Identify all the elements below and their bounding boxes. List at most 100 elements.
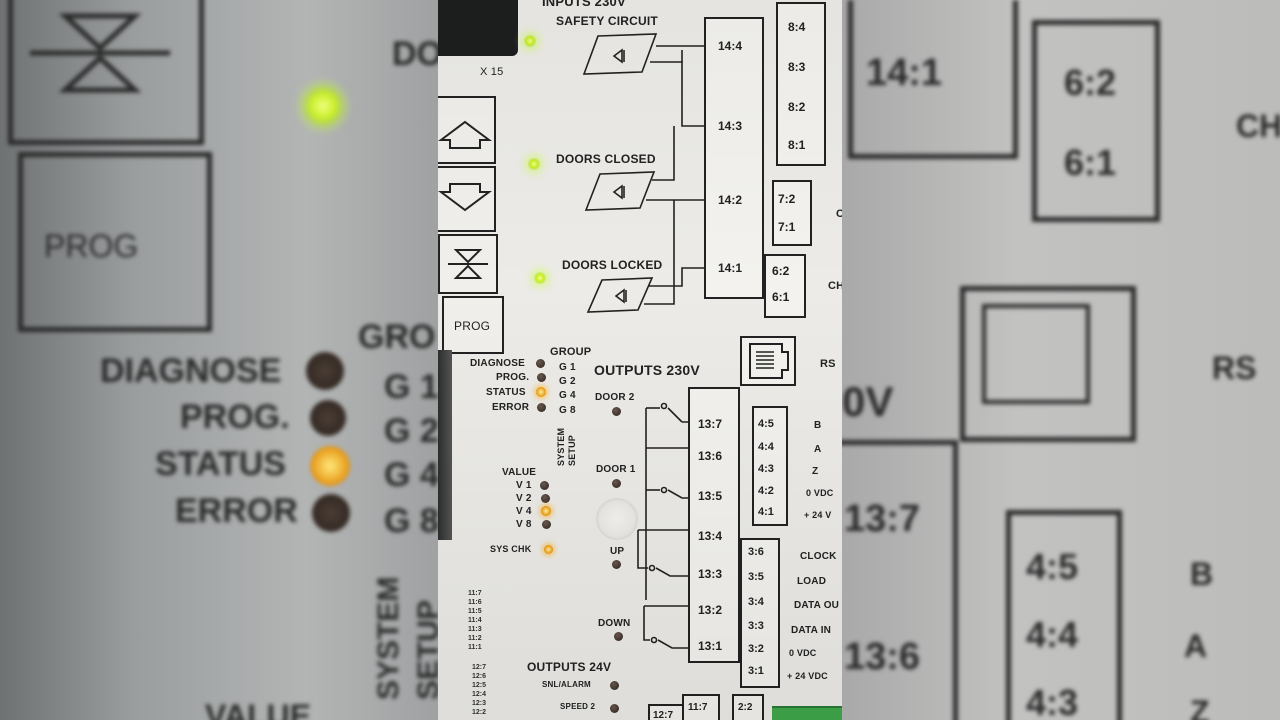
- terminal-block-3: 3:6 3:5 3:4 3:3 3:2 3:1: [740, 538, 780, 688]
- terminal-block-8: 8:4 8:3 8:2 8:1: [776, 2, 826, 166]
- up-arrow-button[interactable]: [438, 96, 496, 164]
- blurred-button-frame: [8, 0, 204, 145]
- terminal-14-3: 14:3: [718, 119, 743, 133]
- terminal-block-4: 4:5 4:4 4:3 4:2 4:1: [752, 406, 788, 526]
- terminal-13-1: 13:1: [698, 639, 723, 653]
- blurred-rs-socket: [982, 304, 1090, 404]
- blurred-open-close-icon: [30, 13, 170, 93]
- blurred-diagnose-label: DIAGNOSE: [100, 352, 282, 390]
- green-connector: [772, 706, 842, 720]
- rj-port-icon: [749, 343, 789, 379]
- signal-a-label: A: [814, 444, 822, 455]
- door2-label: DOOR 2: [595, 392, 635, 403]
- terminal-block-11: 11:7: [682, 694, 720, 720]
- safety-circuit-label: SAFETY CIRCUIT: [556, 14, 658, 28]
- blurred-rs: RS: [1212, 350, 1257, 386]
- blurred-g1-label: G 1: [384, 368, 438, 406]
- terminal-3-2: 3:2: [748, 643, 764, 655]
- zero-vdc-label: 0 VDC: [789, 648, 817, 658]
- signal-z-label: Z: [812, 466, 819, 477]
- list-11-4: 11:4: [468, 617, 482, 624]
- terminal-3-1: 3:1: [748, 665, 764, 677]
- left-blurred-background: PROG DO GRO DIAGNOSE PROG. STATUS ERROR …: [0, 0, 438, 720]
- terminal-8-2: 8:2: [788, 100, 806, 114]
- blurred-g2-label: G 2: [384, 412, 438, 450]
- blurred-ch: CH: [1236, 108, 1280, 144]
- data-in-label: DATA IN: [791, 625, 832, 636]
- g8-label: G 8: [559, 405, 576, 416]
- group-label: GROUP: [550, 346, 592, 358]
- reset-button[interactable]: [596, 498, 638, 540]
- snl-alarm-label: SNL/ALARM: [542, 680, 591, 689]
- prog-button[interactable]: PROG: [442, 296, 504, 354]
- terminal-block-12: 12:7: [648, 704, 684, 720]
- x15-connector: [438, 0, 518, 56]
- blurred-6-2: 6:2: [1064, 62, 1117, 103]
- terminal-3-6: 3:6: [748, 546, 764, 558]
- blurred-system-label: SYSTEM: [372, 576, 405, 700]
- doors-closed-led: [528, 158, 540, 170]
- blurred-prog-dot-label: PROG.: [180, 398, 290, 436]
- doors-locked-led: [534, 272, 546, 284]
- terminal-7-1: 7:1: [778, 220, 796, 234]
- terminal-2-2: 2:2: [738, 702, 753, 713]
- up-label: UP: [610, 546, 625, 557]
- setup-label: SETUP: [567, 434, 577, 466]
- list-12-4: 12:4: [472, 691, 487, 698]
- list-12-3: 12:3: [472, 700, 487, 707]
- terminal-8-1: 8:1: [788, 138, 806, 152]
- list-12-5: 12:5: [472, 682, 487, 689]
- signal-0vdc-label: 0 VDC: [806, 488, 834, 498]
- error-label: ERROR: [492, 402, 530, 413]
- g2-label: G 2: [559, 376, 576, 387]
- down-arrow-button[interactable]: [438, 166, 496, 232]
- terminal-4-3: 4:3: [758, 463, 774, 475]
- prog-led: [537, 373, 546, 382]
- terminal-4-1: 4:1: [758, 506, 774, 518]
- terminal-6-1: 6:1: [772, 290, 790, 304]
- terminal-14-4: 14:4: [718, 39, 743, 53]
- blurred-error-led: [312, 494, 350, 532]
- blurred-group-label: GRO: [358, 318, 436, 356]
- terminal-13-7: 13:7: [698, 417, 723, 431]
- diagnose-led: [536, 359, 545, 368]
- door2-led: [612, 407, 621, 416]
- down-label: DOWN: [598, 618, 631, 629]
- blurred-13-7: 13:7: [844, 498, 921, 540]
- down-led: [614, 632, 623, 641]
- rs-port[interactable]: [740, 336, 796, 386]
- sys-chk-led: [544, 545, 553, 554]
- v8-label: V 8: [516, 519, 532, 530]
- door1-label: DOOR 1: [596, 464, 636, 475]
- error-led: [537, 403, 546, 412]
- blurred-terminal-frame-13: [842, 440, 958, 720]
- blurred-6-1: 6:1: [1064, 142, 1117, 183]
- blurred-diagnose-led: [306, 352, 344, 390]
- blurred-terminal-frame-4: [1006, 510, 1122, 720]
- terminal-14-1: 14:1: [718, 261, 743, 275]
- terminal-block-13: 13:7 13:6 13:5 13:4 13:3 13:2 13:1: [688, 387, 740, 663]
- open-close-button[interactable]: [438, 234, 498, 294]
- system-label: SYSTEM: [556, 427, 566, 466]
- blurred-terminal-frame-6: [1032, 20, 1160, 222]
- terminal-4-5: 4:5: [758, 418, 774, 430]
- status-label: STATUS: [486, 387, 526, 398]
- blurred-setup-label: SETUP: [412, 599, 438, 700]
- locked-opto-symbol: [586, 277, 654, 313]
- terminal-block-7: 7:2 7:1: [772, 180, 812, 246]
- blurred-b: B: [1190, 556, 1214, 592]
- down-arrow-icon: [438, 183, 492, 212]
- safety-opto-symbol: [582, 33, 658, 75]
- ch-label: CH: [828, 280, 842, 292]
- blurred-value-label: VALUE: [205, 698, 312, 720]
- list-11-7: 11:7: [468, 590, 482, 597]
- terminal-block-6: 6:2 6:1: [764, 254, 806, 318]
- blurred-prog-led: [310, 400, 346, 436]
- blurred-rs-port: [960, 286, 1136, 442]
- v1-led: [540, 481, 549, 490]
- v2-label: V 2: [516, 493, 532, 504]
- data-out-label: DATA OU: [794, 600, 840, 611]
- clock-label: CLOCK: [800, 551, 837, 562]
- speed2-label: SPEED 2: [560, 702, 596, 711]
- plus24-vdc-label: + 24 VDC: [787, 671, 828, 681]
